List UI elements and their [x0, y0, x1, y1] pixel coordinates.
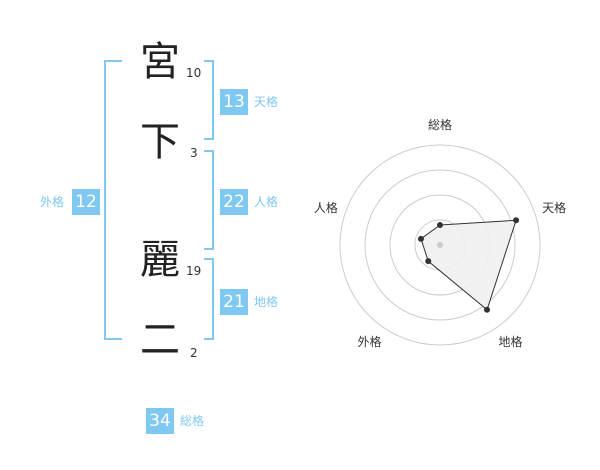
- radar-axis-label-1: 総格: [428, 117, 452, 132]
- jinkaku-bracket-top: [204, 150, 214, 152]
- stroke-count-2: 3: [190, 146, 198, 160]
- radar-point-4: [425, 258, 432, 265]
- chikaku-bracket-line: [212, 258, 214, 340]
- gaikaku-bracket-line: [104, 60, 106, 340]
- name-char-4: 二: [140, 317, 180, 363]
- chikaku-bracket-top: [204, 258, 214, 260]
- radar-ring-3: [364, 169, 516, 321]
- radar-axis-label-5: 人格: [314, 200, 338, 215]
- gaikaku-bracket-top: [104, 60, 122, 62]
- radar-center: [437, 242, 443, 248]
- tenkaku-bracket-bottom: [204, 138, 214, 140]
- radar-area: [420, 219, 517, 311]
- gaikaku-label: 外格: [40, 195, 65, 209]
- jinkaku-label: 人格: [254, 195, 279, 209]
- radar-point-1: [437, 222, 443, 228]
- radar-axis-label-3: 地格: [499, 334, 523, 349]
- gaikaku-bracket-bottom: [104, 338, 122, 340]
- gaikaku-badge: 12: [72, 189, 100, 215]
- tenkaku-bracket-line: [212, 60, 214, 140]
- chikaku-badge: 21: [220, 289, 248, 315]
- radar-axis-label-2: 天格: [542, 200, 566, 215]
- radar-point-3: [484, 306, 491, 313]
- chikaku-bracket-bottom: [204, 338, 214, 340]
- radar-ring-4: [339, 144, 541, 346]
- soukaku-badge: 34: [146, 408, 174, 434]
- jinkaku-badge: 22: [220, 189, 248, 215]
- name-char-1: 宮: [140, 39, 180, 85]
- jinkaku-bracket-bottom: [204, 248, 214, 250]
- radar-axis-label-4: 外格: [357, 334, 381, 349]
- chikaku-label: 地格: [254, 295, 279, 309]
- jinkaku-bracket-line: [212, 150, 214, 250]
- name-char-2: 下: [140, 119, 180, 165]
- stroke-count-3: 19: [186, 264, 202, 278]
- tenkaku-badge: 13: [220, 89, 248, 115]
- tenkaku-label: 天格: [254, 95, 279, 109]
- radar-point-5: [417, 235, 424, 242]
- radar-point-2: [513, 217, 520, 224]
- stroke-count-1: 10: [186, 66, 202, 80]
- soukaku-label: 総格: [180, 414, 205, 428]
- tenkaku-bracket-top: [204, 60, 214, 62]
- name-char-3: 麗: [140, 237, 180, 283]
- stroke-count-4: 2: [190, 346, 198, 360]
